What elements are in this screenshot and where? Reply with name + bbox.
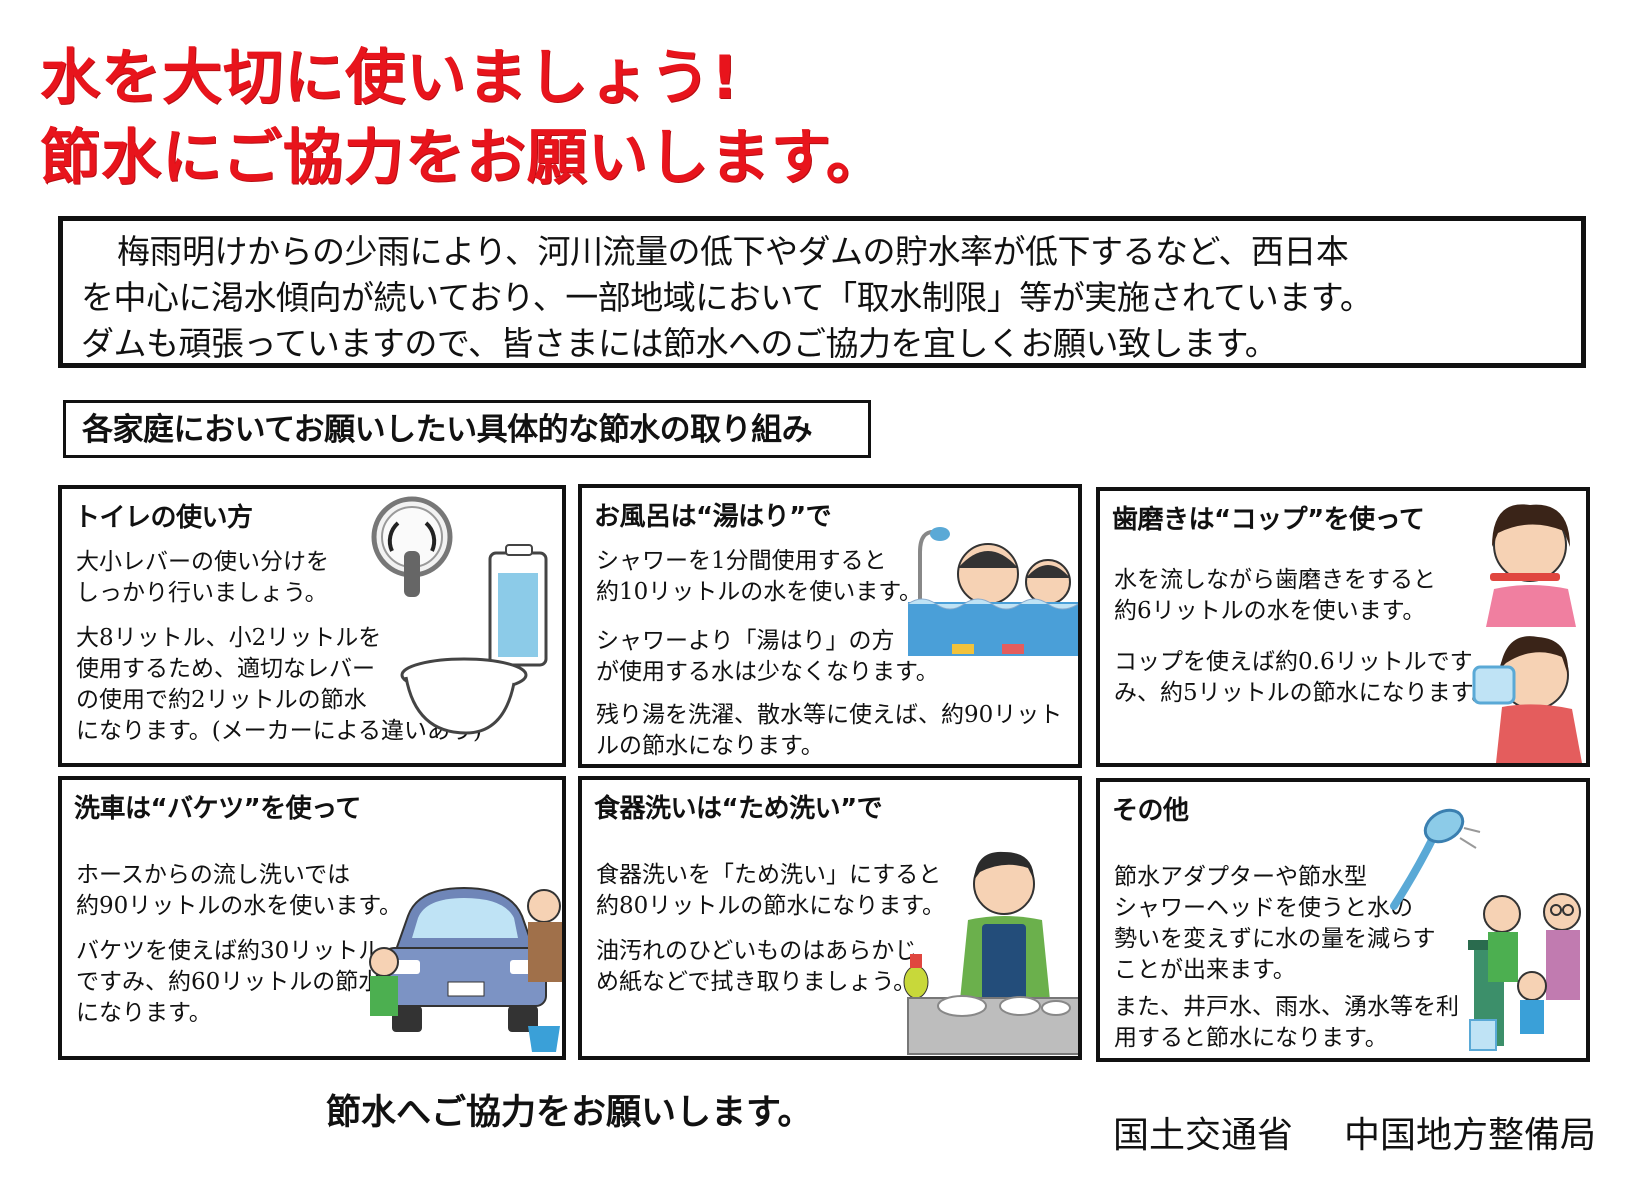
toilet-lever-icon (371, 496, 453, 597)
text-line: バケツを使えば約30リットル (76, 938, 382, 964)
card-paragraph: 食器洗いを「ため洗い」にすると 約80リットルの節水になります。 (596, 860, 945, 922)
text-line: になります。 (76, 1000, 212, 1026)
intro-box: 梅雨明けからの少雨により、河川流量の低下やダムの貯水率が低下するなど、西日本 を… (58, 216, 1586, 368)
card-bath: お風呂は“湯はり”で シャワーを1分間使用すると 約10リットルの水を使います。… (578, 484, 1082, 768)
text-line: 約90リットルの水を使います。 (76, 893, 402, 919)
text-line: シャワーを1分間使用すると (596, 548, 887, 574)
card-title: 歯磨きは“コップ”を使って (1112, 505, 1425, 535)
text-line: ホースからの流し洗いでは (76, 862, 351, 888)
text-line: 油汚れのひどいものはあらかじ (596, 938, 918, 964)
intro-line: 梅雨明けからの少雨により、河川流量の低下やダムの貯水率が低下するなど、西日本 (117, 232, 1349, 271)
card-title: 洗車は“バケツ”を使って (74, 794, 361, 824)
intro-line: を中心に渇水傾向が続いており、一部地域において「取水制限」等が実施されています。 (81, 278, 1373, 317)
card-paragraph: 大小レバーの使い分けを しっかり行いましょう。 (76, 547, 329, 609)
text-line: 食器洗いを「ため洗い」にすると (596, 862, 942, 888)
headline-line-2: 節水にご協力をお願いします。 (40, 123, 887, 193)
card-title: その他 (1112, 796, 1189, 826)
headline-line-1: 水を大切に使いましょう! (40, 43, 740, 113)
text-line: 用すると節水になります。 (1114, 1025, 1388, 1051)
shower-head-icon (1390, 808, 1481, 910)
card-paragraph: ホースからの流し洗いでは 約90リットルの水を使います。 (76, 860, 402, 922)
text-line: 水を流しながら歯磨きをすると (1114, 567, 1436, 593)
bath-icon (907, 527, 1078, 656)
text-line: 約80リットルの節水になります。 (596, 893, 945, 919)
section-title-box: 各家庭においてお願いしたい具体的な節水の取り組み (63, 400, 871, 458)
card-paragraph: 水を流しながら歯磨きをすると 約6リットルの水を使います。 (1114, 565, 1436, 627)
card-paragraph: また、井戸水、雨水、湧水等を利 用すると節水になります。 (1114, 992, 1459, 1054)
section-title: 各家庭においてお願いしたい具体的な節水の取り組み (82, 412, 813, 448)
card-title: トイレの使い方 (74, 503, 253, 533)
card-toilet: トイレの使い方 大小レバーの使い分けを しっかり行いましょう。 大8リットル、小… (58, 485, 566, 767)
card-paragraph: 節水アダプターや節水型 シャワーヘッドを使うと水の 勢いを変えずに水の量を減らす… (1114, 862, 1436, 986)
text-line: 残り湯を洗濯、散水等に使えば、約90リット (596, 702, 1063, 728)
car-wash-icon (369, 886, 562, 1052)
text-line: になります。(メーカーによる違いあり) (76, 718, 482, 744)
card-title: お風呂は“湯はり”で (594, 502, 832, 532)
text-line: 約10リットルの水を使います。 (596, 579, 922, 605)
card-paragraph: シャワーより「湯はり」の方 が使用する水は少なくなります。 (596, 626, 939, 688)
text-line: しっかり行いましょう。 (76, 580, 328, 606)
text-line: 約6リットルの水を使います。 (1114, 598, 1426, 624)
closing-message: 節水へご協力をお願いします。 (326, 1093, 813, 1133)
family-well-icon (1468, 893, 1581, 1051)
card-carwash: 洗車は“バケツ”を使って ホースからの流し洗いでは 約90リットルの水を使います… (58, 776, 566, 1060)
text-line: 大小レバーの使い分けを (76, 549, 329, 575)
text-line: 勢いを変えずに水の量を減らす (1114, 926, 1436, 952)
card-paragraph: バケツを使えば約30リットル ですみ、約60リットルの節水 になります。 (76, 936, 381, 1029)
text-line: 大8リットル、小2リットルを (76, 625, 382, 651)
org-ministry: 国土交通省 (1113, 1115, 1294, 1156)
text-line: が使用する水は少なくなります。 (596, 659, 939, 685)
card-paragraph: シャワーを1分間使用すると 約10リットルの水を使います。 (596, 546, 922, 608)
text-line: ですみ、約60リットルの節水 (76, 969, 382, 995)
toothbrush-person-icon (1472, 504, 1582, 763)
text-line: 節水アダプターや節水型 (1114, 864, 1367, 890)
dish-washing-icon (903, 851, 1078, 1055)
text-line: シャワーヘッドを使うと水の (1114, 895, 1413, 921)
text-line: 使用するため、適切なレバー (76, 656, 375, 682)
org-bureau: 中国地方整備局 (1344, 1115, 1597, 1156)
card-paragraph: 油汚れのひどいものはあらかじ め紙などで拭き取りましょう。 (596, 936, 917, 998)
text-line: の使用で約2リットルの節水 (76, 687, 367, 713)
text-line: ルの節水になります。 (596, 733, 824, 759)
text-line: コップを使えば約0.6リットルです (1114, 649, 1473, 675)
text-line: み、約5リットルの節水になります。 (1114, 680, 1495, 706)
text-line: ことが出来ます。 (1114, 957, 1296, 983)
card-dishes: 食器洗いは“ため洗い”で 食器洗いを「ため洗い」にすると 約80リットルの節水に… (578, 776, 1082, 1060)
text-line: シャワーより「湯はり」の方 (596, 628, 895, 654)
card-paragraph: コップを使えば約0.6リットルです み、約5リットルの節水になります。 (1114, 647, 1494, 709)
text-line: また、井戸水、雨水、湧水等を利 (1114, 994, 1459, 1020)
card-paragraph: 大8リットル、小2リットルを 使用するため、適切なレバー の使用で約2リットルの… (76, 623, 482, 747)
card-title: 食器洗いは“ため洗い”で (594, 794, 883, 824)
toilet-icon (400, 544, 548, 735)
text-line: め紙などで拭き取りましょう。 (596, 969, 917, 995)
intro-line: ダムも頑張っていますので、皆さまには節水へのご協力を宜しくお願い致します。 (81, 324, 1278, 363)
card-paragraph: 残り湯を洗濯、散水等に使えば、約90リット ルの節水になります。 (596, 700, 1062, 762)
card-toothbrush: 歯磨きは“コップ”を使って 水を流しながら歯磨きをすると 約6リットルの水を使い… (1096, 487, 1590, 767)
card-others: その他 節水アダプターや節水型 シャワーヘッドを使うと水の 勢いを変えずに水の量… (1096, 778, 1590, 1062)
